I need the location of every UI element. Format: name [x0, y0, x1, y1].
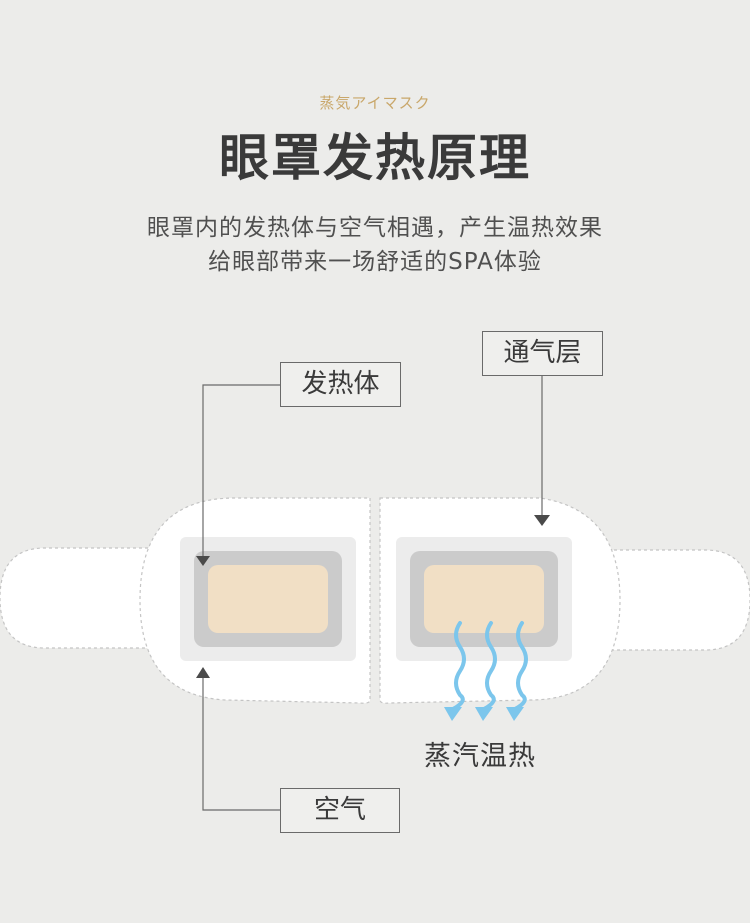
right-heating-element	[424, 565, 544, 633]
page-title: 眼罩发热原理	[219, 129, 531, 187]
heating-element-label: 发热体	[280, 362, 401, 407]
heating-element-pointer	[196, 556, 210, 566]
air-label: 空气	[280, 788, 400, 833]
heating-element-leader	[202, 384, 280, 556]
ventilation-layer-pointer	[534, 515, 550, 526]
steam-arrow-1-head	[444, 707, 462, 721]
steam-arrow-3	[513, 621, 528, 711]
steam-arrow-2	[482, 621, 497, 711]
japanese-subtitle: 蒸気アイマスク	[319, 94, 431, 112]
left-heating-element	[208, 565, 328, 633]
steam-heat-label: 蒸汽温热	[424, 741, 536, 772]
steam-arrow-2-head	[475, 707, 493, 721]
steam-arrow-3-head	[506, 707, 524, 721]
steam-arrow-1	[451, 621, 466, 711]
left-strap	[0, 547, 161, 649]
description-line-1: 眼罩内的发热体与空气相遇，产生温热效果	[147, 215, 603, 241]
air-leader	[202, 676, 280, 811]
air-pointer	[196, 667, 210, 678]
description-line-2: 给眼部带来一场舒适的SPA体验	[208, 249, 542, 275]
ventilation-layer-label: 通气层	[482, 331, 603, 376]
